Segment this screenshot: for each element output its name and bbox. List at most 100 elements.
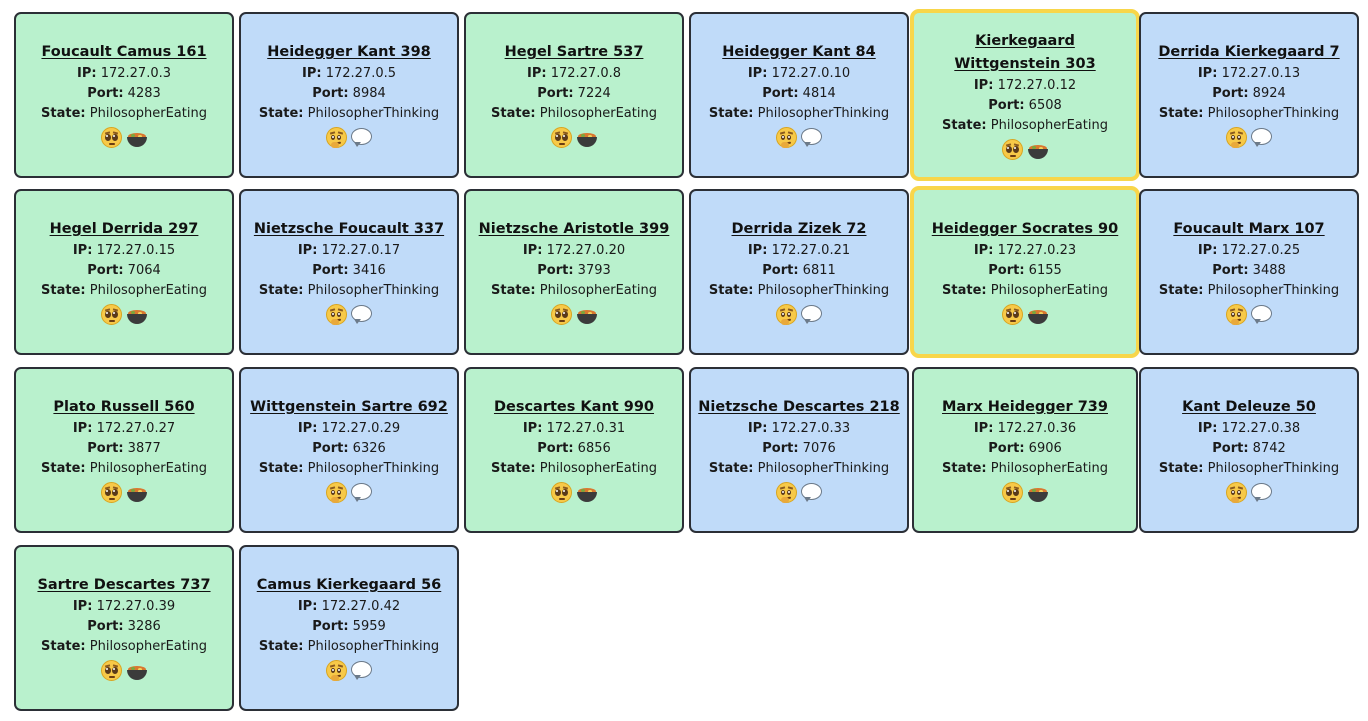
port-row: Port: 6856 [537, 439, 611, 459]
port-row-label: Port: [537, 86, 574, 101]
philosopher-name-link[interactable]: Hegel Sartre 537 [504, 44, 644, 60]
state-row-value: PhilosopherThinking [1207, 461, 1340, 476]
ip-row: IP: 172.27.0.33 [748, 419, 850, 439]
philosopher-name-link[interactable]: Nietzsche Foucault 337 [253, 221, 445, 237]
state-emoji [1001, 304, 1049, 326]
state-emoji [325, 482, 373, 504]
ip-row-value: 172.27.0.27 [96, 421, 176, 436]
thinking-face-icon [1225, 127, 1248, 149]
port-row: Port: 6155 [988, 261, 1062, 281]
ip-row-value: 172.27.0.38 [1221, 421, 1301, 436]
speech-balloon-icon [1250, 127, 1273, 149]
stew-pot-icon [1027, 304, 1049, 326]
philosopher-name-link[interactable]: Foucault Marx 107 [1173, 221, 1325, 237]
port-row-value: 4814 [802, 86, 836, 101]
state-row: State: PhilosopherEating [942, 116, 1108, 136]
port-row-label: Port: [87, 263, 124, 278]
state-row-value: PhilosopherThinking [1207, 283, 1340, 298]
state-row: State: PhilosopherEating [491, 104, 657, 124]
state-row-label: State: [491, 461, 536, 476]
thinking-face-icon [325, 482, 348, 504]
state-row-label: State: [258, 106, 304, 121]
ip-row-label: IP: [301, 66, 322, 81]
philosopher-name-link[interactable]: Plato Russell 560 [53, 399, 195, 415]
thinking-face-icon [1225, 304, 1248, 326]
state-row: State: PhilosopherThinking [259, 281, 439, 301]
philosopher-name-link[interactable]: Heidegger Kant 398 [267, 44, 431, 60]
state-row-value: PhilosopherEating [990, 117, 1108, 133]
ip-row: IP: 172.27.0.20 [523, 241, 625, 261]
port-row-value: 3286 [127, 619, 161, 634]
ip-row: IP: 172.27.0.29 [298, 419, 400, 439]
state-emoji [1001, 482, 1049, 504]
pleading-face-icon [100, 660, 123, 682]
port-row: Port: 5959 [312, 617, 386, 637]
philosopher-name-link[interactable]: Derrida Zizek 72 [731, 221, 867, 237]
ip-row: IP: 172.27.0.21 [748, 241, 850, 261]
stew-pot-icon [126, 304, 148, 326]
philosopher-name-link[interactable]: Kant Deleuze 50 [1182, 399, 1316, 415]
state-emoji [775, 304, 823, 326]
philosopher-name-link[interactable]: Nietzsche Descartes 218 [698, 399, 900, 415]
speech-balloon-icon [1250, 304, 1273, 326]
philosopher-name-link[interactable]: Heidegger Kant 84 [722, 44, 876, 60]
port-row: Port: 6326 [312, 439, 386, 459]
ip-row: IP: 172.27.0.8 [527, 64, 621, 84]
state-row: State: PhilosopherEating [41, 104, 207, 124]
ip-row: IP: 172.27.0.27 [73, 419, 175, 439]
state-row: State: PhilosopherEating [942, 459, 1108, 479]
port-row-label: Port: [87, 619, 124, 634]
philosopher-name-link[interactable]: Sartre Descartes 737 [37, 577, 211, 593]
port-row-value: 6508 [1028, 97, 1062, 113]
state-row-value: PhilosopherEating [89, 639, 207, 654]
port-row-label: Port: [1212, 441, 1249, 456]
ip-row: IP: 172.27.0.13 [1198, 64, 1300, 84]
port-row-value: 3877 [127, 441, 161, 456]
philosopher-name-link[interactable]: Wittgenstein Sartre 692 [250, 399, 448, 415]
philosopher-name-link[interactable]: Foucault Camus 161 [41, 44, 207, 60]
philosopher-name-link[interactable]: Heidegger Socrates 90 [931, 221, 1119, 237]
philosopher-name-link[interactable]: Camus Kierkegaard 56 [256, 577, 442, 593]
ip-row: IP: 172.27.0.15 [73, 241, 175, 261]
philosopher-name-link[interactable]: Derrida Kierkegaard 7 [1158, 44, 1340, 60]
philosopher-name-link[interactable]: Marx Heidegger 739 [942, 399, 1108, 415]
pleading-face-icon [1001, 482, 1024, 504]
ip-row-label: IP: [973, 77, 994, 93]
ip-row-value: 172.27.0.13 [1221, 66, 1301, 81]
state-emoji [1225, 304, 1273, 326]
speech-balloon-icon [1250, 482, 1273, 504]
state-emoji [1001, 138, 1049, 161]
state-row: State: PhilosopherEating [41, 281, 207, 301]
speech-balloon-icon [800, 482, 823, 504]
state-emoji [550, 304, 598, 326]
port-row: Port: 6508 [988, 96, 1062, 116]
pleading-face-icon [550, 304, 573, 326]
philosopher-name-link[interactable]: Hegel Derrida 297 [49, 221, 199, 237]
pleading-face-icon [1001, 304, 1024, 326]
ip-row: IP: 172.27.0.12 [974, 76, 1076, 96]
state-row-value: PhilosopherEating [539, 461, 657, 476]
ip-row: IP: 172.27.0.36 [974, 419, 1076, 439]
state-row-label: State: [258, 461, 304, 476]
pleading-face-icon [550, 482, 573, 504]
port-row-value: 6811 [802, 263, 836, 278]
state-emoji [1225, 482, 1273, 504]
philosopher-name-link[interactable]: Descartes Kant 990 [493, 399, 655, 415]
port-row-value: 6856 [577, 441, 611, 456]
state-emoji [325, 127, 373, 149]
state-row-value: PhilosopherEating [990, 283, 1108, 298]
state-row-label: State: [258, 639, 304, 654]
ip-row-value: 172.27.0.12 [997, 77, 1077, 93]
ip-row: IP: 172.27.0.39 [73, 597, 175, 617]
port-row-label: Port: [312, 263, 349, 278]
philosopher-name-link[interactable]: Kierkegaard Wittgenstein 303 [954, 32, 1096, 72]
port-row-value: 7064 [127, 263, 161, 278]
state-row-label: State: [708, 461, 754, 476]
state-row-label: State: [41, 639, 86, 654]
ip-row-value: 172.27.0.3 [100, 66, 171, 81]
philosopher-name-link[interactable]: Nietzsche Aristotle 399 [478, 221, 670, 237]
